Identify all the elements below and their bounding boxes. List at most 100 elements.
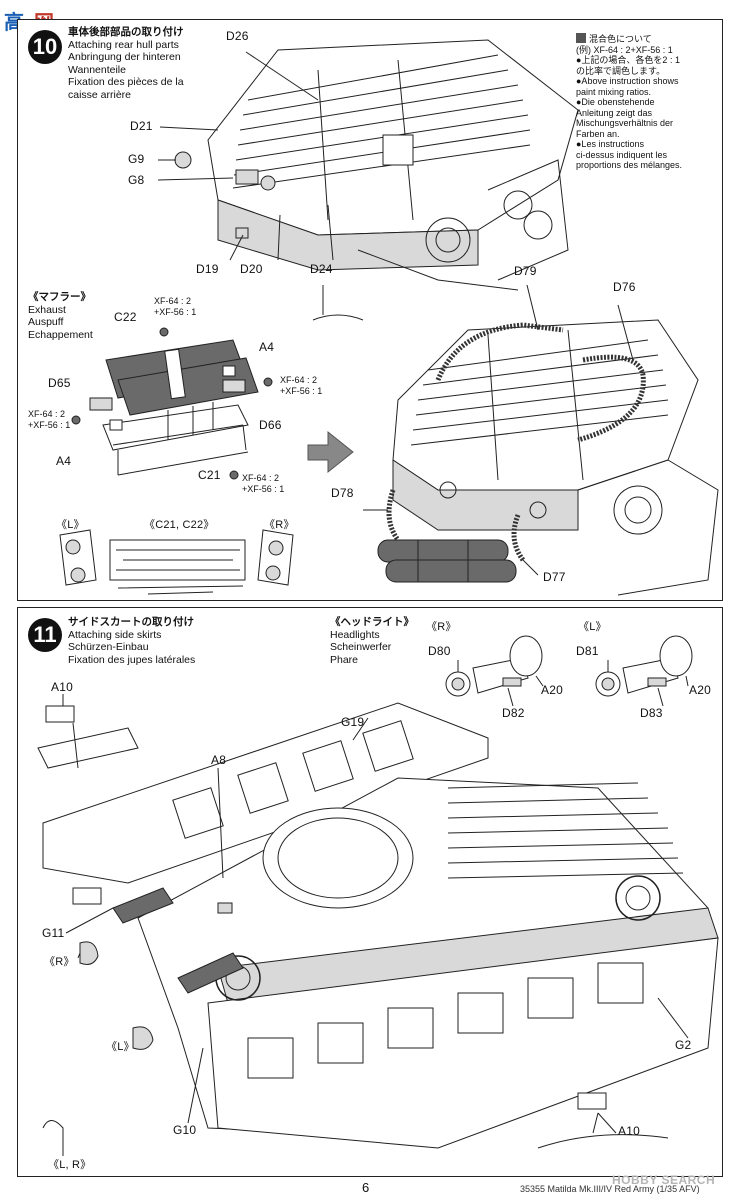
paint-label-4-line2: +XF-56 : 1 bbox=[242, 483, 285, 494]
part-a8: A8 bbox=[211, 753, 227, 767]
part-d76: D76 bbox=[613, 280, 636, 294]
view-label-r: 《R》 bbox=[264, 519, 295, 531]
step10-title-de2: Wannenteile bbox=[68, 63, 126, 76]
headlight-title-fr: Phare bbox=[330, 653, 359, 666]
part-d65: D65 bbox=[48, 376, 71, 390]
step10-number: 10 bbox=[28, 30, 62, 64]
leader-lines-top bbox=[157, 51, 334, 261]
headlight-title-de: Scheinwerfer bbox=[330, 641, 392, 653]
view-label-r-skirt: 《R》 bbox=[44, 956, 75, 968]
mixing-note-title-text: 混合色について bbox=[589, 34, 652, 44]
muffler-title-de: Auspuff bbox=[28, 316, 64, 328]
part-g9: G9 bbox=[128, 152, 145, 166]
leader-lines-hoses bbox=[363, 284, 634, 576]
mixing-note-de2: Anleitung zeigt das bbox=[576, 107, 653, 118]
part-d26: D26 bbox=[226, 29, 249, 43]
mixing-note-title: 混合色について bbox=[576, 32, 718, 45]
mixing-note-example: (例) XF-64 : 2+XF-56 : 1 bbox=[576, 44, 673, 55]
part-d83: D83 bbox=[640, 706, 663, 720]
paint-swatch-icon bbox=[576, 33, 586, 43]
part-g19: G19 bbox=[341, 715, 365, 729]
paint-label-4: XF-64 : 2 +XF-56 : 1 bbox=[242, 473, 284, 494]
paint-label-2-line1: XF-64 : 2 bbox=[280, 375, 318, 385]
headlight-title: 《ヘッドライト》 Headlights Scheinwerfer Phare bbox=[330, 616, 414, 666]
step10-title-de1: Anbringung der hinteren bbox=[68, 51, 181, 63]
part-d24: D24 bbox=[310, 262, 333, 276]
part-g2: G2 bbox=[675, 1038, 692, 1052]
part-d77: D77 bbox=[543, 570, 566, 584]
rear-hull-hoses-drawing bbox=[377, 319, 719, 596]
step11-title-ja: サイドスカートの取り付け bbox=[68, 616, 194, 628]
kit-code: 35355 Matilda Mk.III/IV Red Army (1/35 A… bbox=[520, 1184, 700, 1194]
mixing-note-fr2: ci-dessus indiquent les bbox=[576, 149, 668, 160]
step11-title-de: Schürzen-Einbau bbox=[68, 641, 149, 653]
main-hull-drawing bbox=[112, 777, 719, 1149]
mixing-note-fr1: ●Les instructions bbox=[576, 139, 644, 149]
paint-label-2-line2: +XF-56 : 1 bbox=[280, 385, 323, 396]
step10-title-en: Attaching rear hull parts bbox=[68, 38, 179, 51]
part-g8: G8 bbox=[128, 173, 145, 187]
mixing-note-ja2: の比率で調色します。 bbox=[576, 65, 666, 76]
part-a10-lower: A10 bbox=[618, 1124, 640, 1138]
part-a20-left: A20 bbox=[689, 683, 711, 697]
leader-lines-step11 bbox=[62, 660, 689, 1134]
step11-number: 11 bbox=[28, 618, 62, 652]
detail-views bbox=[59, 529, 294, 595]
mixing-note-en1: ●Above instruction shows bbox=[576, 76, 679, 86]
rear-hull-drawing bbox=[174, 39, 579, 321]
step11-panel: 11 サイドスカートの取り付け Attaching side skirts Sc… bbox=[17, 607, 723, 1177]
step11-title: サイドスカートの取り付け Attaching side skirts Schür… bbox=[68, 616, 195, 666]
mixing-note-de4: Farben an. bbox=[576, 128, 620, 139]
part-a10-upper: A10 bbox=[51, 680, 73, 694]
muffler-title: 《マフラー》 Exhaust Auspuff Echappement bbox=[28, 291, 93, 341]
part-d19: D19 bbox=[196, 262, 219, 276]
step10-illustration bbox=[59, 39, 719, 596]
paint-label-3-line2: +XF-56 : 1 bbox=[28, 419, 71, 430]
part-d78: D78 bbox=[331, 486, 354, 500]
paint-label-3-line1: XF-64 : 2 bbox=[28, 409, 66, 419]
part-a4-lower: A4 bbox=[56, 454, 72, 468]
part-d82: D82 bbox=[502, 706, 525, 720]
step10-panel: 10 車体後部部品の取り付け Attaching rear hull parts… bbox=[17, 19, 723, 601]
step11-illustration bbox=[37, 635, 719, 1156]
paint-label-1-line2: +XF-56 : 1 bbox=[154, 306, 197, 317]
mixing-note-de1: ●Die obenstehende bbox=[576, 97, 655, 107]
view-label-r-headlight: 《R》 bbox=[426, 621, 457, 633]
assembly-arrow bbox=[307, 430, 354, 474]
part-d79: D79 bbox=[514, 264, 537, 278]
paint-label-2: XF-64 : 2 +XF-56 : 1 bbox=[280, 375, 322, 396]
view-label-l-headlight: 《L》 bbox=[578, 621, 607, 633]
step11-title-en: Attaching side skirts bbox=[68, 628, 162, 641]
part-c22: C22 bbox=[114, 310, 137, 324]
paint-label-1: XF-64 : 2 +XF-56 : 1 bbox=[154, 296, 196, 317]
step10-title-fr1: Fixation des pièces de la bbox=[68, 76, 184, 88]
headlight-title-en: Headlights bbox=[330, 628, 380, 641]
hobby-search-logo: HOBBY SEARCH bbox=[612, 1173, 716, 1187]
headlight-title-ja: 《ヘッドライト》 bbox=[330, 616, 414, 628]
part-d66: D66 bbox=[259, 418, 282, 432]
mixing-note: 混合色について (例) XF-64 : 2+XF-56 : 1 ●上記の場合、各… bbox=[576, 32, 718, 171]
view-label-lr: 《L, R》 bbox=[48, 1159, 92, 1171]
part-d20: D20 bbox=[240, 262, 263, 276]
part-d81: D81 bbox=[576, 644, 599, 658]
step10-title: 車体後部部品の取り付け Attaching rear hull parts An… bbox=[68, 26, 184, 101]
part-d80: D80 bbox=[428, 644, 451, 658]
small-parts-drawing bbox=[42, 705, 669, 1156]
part-g11: G11 bbox=[42, 926, 65, 940]
part-c21: C21 bbox=[198, 468, 221, 482]
step11-title-fr: Fixation des jupes latérales bbox=[68, 653, 196, 666]
muffler-title-fr: Echappement bbox=[28, 328, 93, 341]
part-a20-right: A20 bbox=[541, 683, 563, 697]
paint-label-1-line1: XF-64 : 2 bbox=[154, 296, 192, 306]
mixing-note-en2: paint mixing ratios. bbox=[576, 86, 652, 97]
muffler-title-en: Exhaust bbox=[28, 303, 66, 316]
view-label-c21-c22: 《C21, C22》 bbox=[144, 519, 215, 531]
part-d21: D21 bbox=[130, 119, 153, 133]
mixing-note-de3: Mischungsverhältnis der bbox=[576, 118, 674, 128]
page-number: 6 bbox=[362, 1180, 370, 1195]
headlights-drawing bbox=[445, 635, 693, 697]
part-a4-upper: A4 bbox=[259, 340, 275, 354]
muffler-title-ja: 《マフラー》 bbox=[28, 291, 91, 303]
mixing-note-ja1: ●上記の場合、各色を2 : 1 bbox=[576, 55, 680, 65]
step10-title-fr2: caisse arrière bbox=[68, 88, 132, 101]
